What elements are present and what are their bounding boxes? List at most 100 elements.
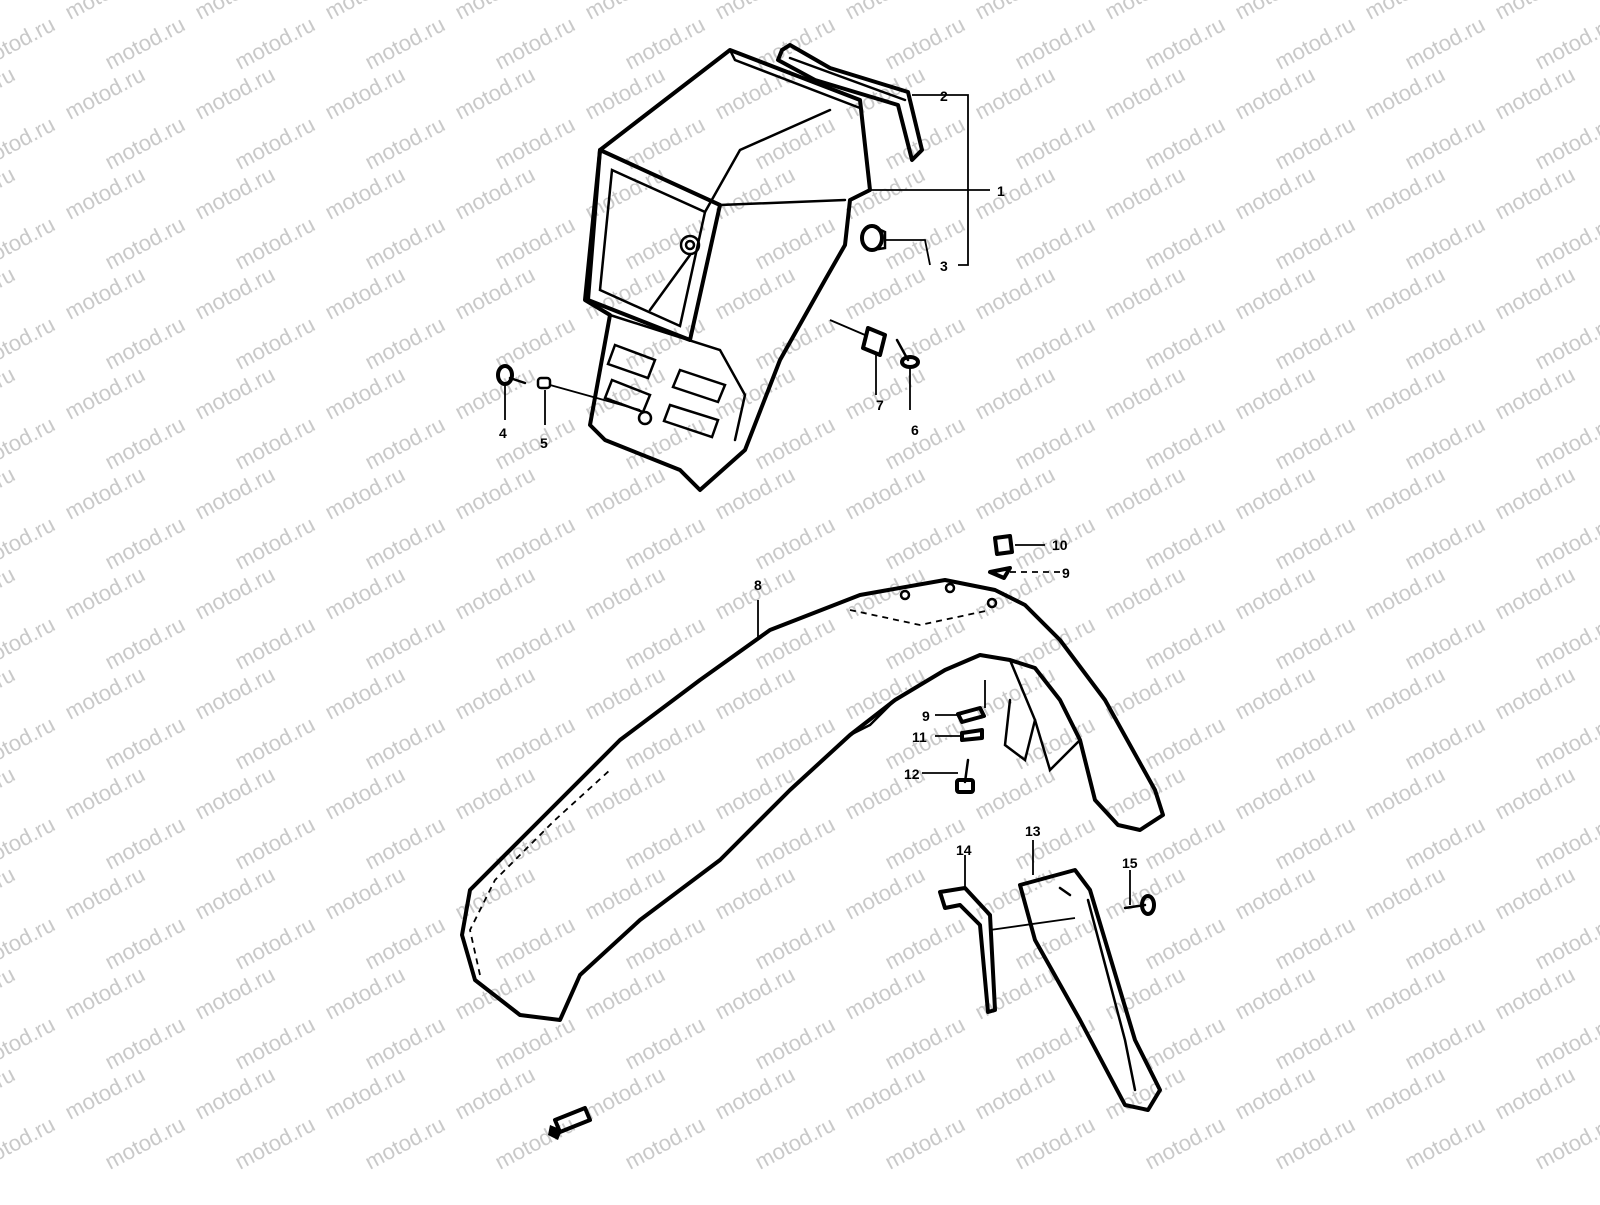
watermark-text: motod.ru	[61, 962, 149, 1025]
watermark-text: motod.ru	[1141, 712, 1229, 775]
watermark-text: motod.ru	[841, 262, 929, 325]
watermark-text: motod.ru	[191, 162, 279, 225]
watermark-text: motod.ru	[101, 712, 189, 775]
bolt-part-6	[895, 338, 920, 369]
callout-2: 2	[940, 88, 948, 104]
watermark-text: motod.ru	[1491, 562, 1579, 625]
watermark-text: motod.ru	[191, 462, 279, 525]
collar-part-7	[861, 326, 887, 357]
watermark-text: motod.ru	[451, 462, 539, 525]
watermark-text: motod.ru	[1011, 312, 1099, 375]
watermark-text: motod.ru	[1491, 62, 1579, 125]
watermark-text: motod.ru	[191, 562, 279, 625]
watermark-text: motod.ru	[231, 612, 319, 675]
watermark-text: motod.ru	[191, 962, 279, 1025]
watermark-text: motod.ru	[751, 312, 839, 375]
visor-strip	[776, 43, 924, 162]
watermark-text: motod.ru	[451, 262, 539, 325]
watermark-text: motod.ru	[491, 512, 579, 575]
watermark-text: motod.ru	[711, 862, 799, 925]
watermark-text: motod.ru	[1401, 912, 1489, 975]
watermark-text: motod.ru	[751, 412, 839, 475]
watermark-text: motod.ru	[581, 762, 669, 825]
watermark-text: motod.ru	[1011, 1112, 1099, 1175]
watermark-text: motod.ru	[1141, 912, 1229, 975]
watermark-text: motod.ru	[1011, 812, 1099, 875]
watermark-text: motod.ru	[1401, 112, 1489, 175]
callout-labels: 2 1 3 4 5 7 6 8 10 9 9 11 12 14 13 15	[499, 88, 1138, 871]
watermark-text: motod.ru	[1271, 712, 1359, 775]
watermark-text: motod.ru	[491, 712, 579, 775]
watermark-text: motod.ru	[581, 862, 669, 925]
callout-5: 5	[540, 435, 548, 451]
watermark-text: motod.ru	[1361, 362, 1449, 425]
watermark-text: motod.ru	[1491, 262, 1579, 325]
watermark-text: motod.ru	[1231, 0, 1319, 24]
watermark-text: motod.ru	[361, 912, 449, 975]
watermark-text: motod.ru	[1401, 212, 1489, 275]
watermark-text: motod.ru	[841, 0, 929, 24]
watermark-text: motod.ru	[1271, 12, 1359, 75]
watermark-text: motod.ru	[491, 912, 579, 975]
watermark-text: motod.ru	[451, 62, 539, 125]
watermark-text: motod.ru	[321, 662, 409, 725]
watermark-text: motod.ru	[1491, 0, 1579, 24]
leader-lines	[504, 94, 1131, 931]
watermark-text: motod.ru	[971, 62, 1059, 125]
watermark-text: motod.ru	[1271, 412, 1359, 475]
watermark-text: motod.ru	[491, 812, 579, 875]
watermark-text: motod.ru	[581, 962, 669, 1025]
watermark-text: motod.ru	[751, 712, 839, 775]
watermark-text: motod.ru	[0, 562, 19, 625]
watermark-text: motod.ru	[881, 112, 969, 175]
watermark-text: motod.ru	[841, 662, 929, 725]
watermark-text: motod.ru	[61, 0, 149, 24]
watermark-text: motod.ru	[1361, 1062, 1449, 1125]
watermark-text: motod.ru	[971, 762, 1059, 825]
watermark-text: motod.ru	[1271, 612, 1359, 675]
watermark-text: motod.ru	[0, 262, 19, 325]
watermark-text: motod.ru	[491, 212, 579, 275]
watermark-text: motod.ru	[1401, 712, 1489, 775]
watermark-text: motod.ru	[321, 362, 409, 425]
watermark-text: motod.ru	[1231, 762, 1319, 825]
watermark-text: motod.ru	[581, 0, 669, 24]
watermark-text: motod.ru	[751, 1112, 839, 1175]
watermark-text: motod.ru	[61, 862, 149, 925]
watermark-text: motod.ru	[1401, 812, 1489, 875]
watermark-text: motod.ru	[491, 612, 579, 675]
watermark-text: motod.ru	[841, 462, 929, 525]
washer-part-9-lower	[956, 706, 986, 724]
watermark-text: motod.ru	[0, 362, 19, 425]
watermark-text: motod.ru	[621, 812, 709, 875]
watermark-text: motod.ru	[61, 662, 149, 725]
watermark-text: motod.ru	[1401, 12, 1489, 75]
watermark-text: motod.ru	[361, 312, 449, 375]
watermark-text: motod.ru	[101, 912, 189, 975]
watermark-text: motod.ru	[191, 0, 279, 24]
watermark-text: motod.ru	[621, 712, 709, 775]
watermark-text: motod.ru	[191, 762, 279, 825]
bracket-part-14	[938, 886, 997, 1014]
watermark-text: motod.ru	[451, 762, 539, 825]
watermark-text: motod.ru	[101, 1012, 189, 1075]
watermark-text: motod.ru	[971, 362, 1059, 425]
watermark-text: motod.ru	[101, 112, 189, 175]
watermark-text: motod.ru	[361, 112, 449, 175]
watermark-text: motod.ru	[1231, 562, 1319, 625]
watermark-text: motod.ru	[621, 512, 709, 575]
watermark-text: motod.ru	[621, 1112, 709, 1175]
mud-guard-part-13	[1018, 868, 1162, 1112]
callout-7: 7	[876, 397, 884, 413]
watermark-text: motod.ru	[1231, 162, 1319, 225]
watermark-text: motod.ru	[451, 562, 539, 625]
watermark-text: motod.ru	[1491, 762, 1579, 825]
watermark-text: motod.ru	[321, 762, 409, 825]
callout-15: 15	[1122, 855, 1138, 871]
watermark-text: motod.ru	[841, 962, 929, 1025]
watermark-text: motod.ru	[101, 812, 189, 875]
watermark-text: motod.ru	[971, 0, 1059, 24]
watermark-text: motod.ru	[321, 62, 409, 125]
callout-9-top: 9	[1062, 565, 1070, 581]
